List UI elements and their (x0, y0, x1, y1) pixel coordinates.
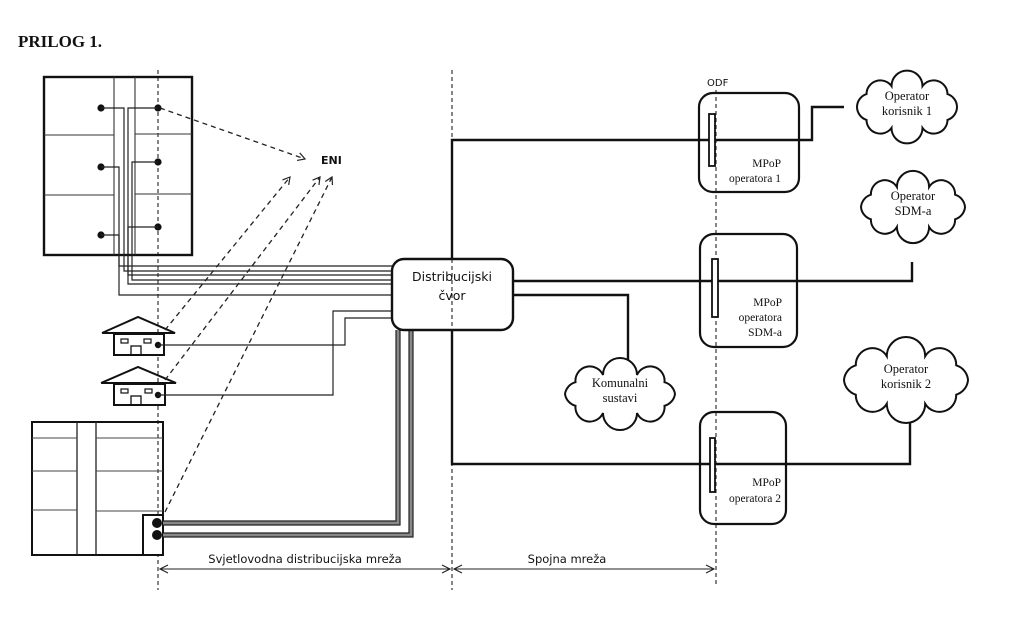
cloud-operator-sdm-label-2: SDM-a (895, 204, 932, 218)
span-connection-label: Spojna mreža (528, 552, 607, 566)
cloud-utilities-shape (563, 357, 677, 431)
cloud-utilities-label-1: Komunalni (592, 376, 649, 390)
mpop-2-label-1: MPoP (752, 477, 781, 489)
span-distribution-label: Svjetlovodna distribucijska mreža (208, 552, 401, 566)
eni-arrows (159, 107, 334, 513)
cloud-operator-user-1-label-1: Operator (885, 89, 930, 103)
distribution-node: Distribucijski čvor (390, 257, 515, 332)
distribution-node-label-2: čvor (438, 288, 466, 303)
mpop-1-label-1: MPoP (752, 158, 781, 170)
distribution-node-label-1: Distribucijski (412, 269, 492, 284)
connection-lines (450, 105, 914, 466)
bottom-building-cables (163, 330, 414, 538)
cloud-operator-user-2-shape (842, 336, 970, 424)
eni-label: ENI (321, 154, 342, 167)
cloud-operator-user-2-label-2: korisnik 2 (881, 377, 931, 391)
house-2 (100, 365, 177, 406)
mpop-operator-sdm: MPoP operatora SDM-a (698, 232, 799, 349)
apartment-building-bottom (31, 421, 164, 556)
mpop-sdm-label-3: SDM-a (748, 327, 782, 339)
mpop-2-label-2: operatora 2 (729, 493, 781, 505)
mpop-1-label-2: operatora 1 (729, 173, 781, 185)
apartment-building-top (42, 75, 194, 257)
cloud-operator-user-1-label-2: korisnik 1 (882, 104, 932, 118)
cloud-operator-sdm-shape (859, 169, 967, 245)
cloud-operator-user-2-label-1: Operator (884, 362, 929, 376)
span-distribution: Svjetlovodna distribucijska mreža (160, 552, 450, 569)
mpop-sdm-label-2: operatora (739, 312, 782, 324)
odf-label: ODF (707, 78, 729, 89)
mpop-operator-1: MPoP operatora 1 (697, 91, 801, 194)
span-connection: Spojna mreža (454, 552, 714, 569)
cloud-operator-sdm-label-1: Operator (891, 189, 936, 203)
mpop-operator-2: MPoP operatora 2 (698, 410, 788, 526)
building-cables (101, 107, 392, 296)
mpop-sdm-label-1: MPoP (753, 297, 782, 309)
house-cables (158, 310, 392, 396)
page-title: PRILOG 1. (18, 32, 102, 51)
house-1 (101, 315, 176, 356)
cloud-operator-user-1-shape (855, 69, 959, 145)
cloud-utilities-label-2: sustavi (603, 391, 638, 405)
